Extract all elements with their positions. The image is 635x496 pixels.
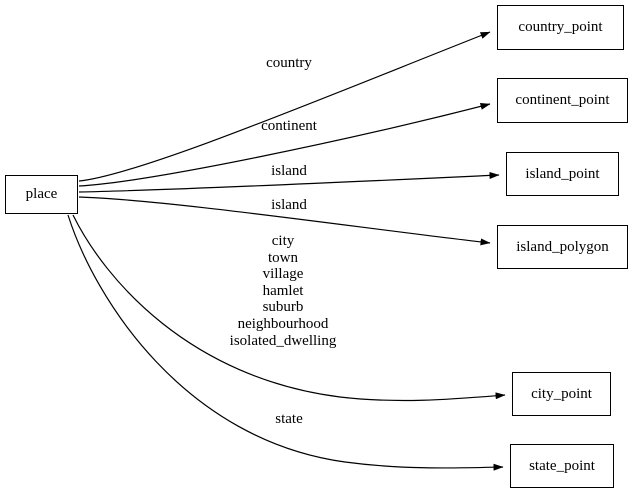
node-continent-point[interactable]: continent_point xyxy=(497,78,628,123)
edge-label-island-polygon: island xyxy=(271,197,307,213)
edge-label-country: country xyxy=(266,55,312,71)
edge-place-to-continent-point xyxy=(78,102,491,187)
node-place[interactable]: place xyxy=(5,175,78,214)
node-city-point[interactable]: city_point xyxy=(512,372,611,416)
edge-place-to-state-point xyxy=(67,214,504,471)
node-state-point[interactable]: state_point xyxy=(510,444,614,488)
node-island-polygon[interactable]: island_polygon xyxy=(497,225,628,269)
edge-place-to-country-point xyxy=(78,31,491,182)
edge-place-to-city-point xyxy=(72,214,506,402)
edge-place-to-island-polygon xyxy=(78,196,491,246)
edge-label-state: state xyxy=(275,411,303,427)
edge-label-continent: continent xyxy=(261,118,317,134)
node-country-point[interactable]: country_point xyxy=(497,5,624,50)
node-island-point[interactable]: island_point xyxy=(506,152,619,196)
edge-place-to-island-point xyxy=(78,171,500,193)
edge-label-city-types: city town village hamlet suburb neighbou… xyxy=(229,233,337,349)
edge-label-island-point: island xyxy=(271,163,307,179)
